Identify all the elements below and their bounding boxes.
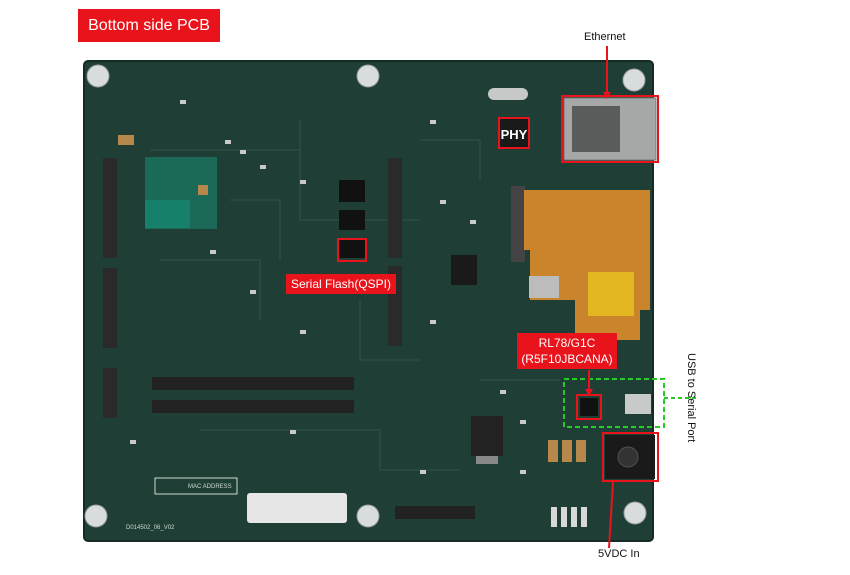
usb-serial-highlight (563, 378, 665, 428)
standoff-bottom-middle (356, 504, 380, 528)
pcb-board-edge (83, 60, 654, 542)
voltage-regulator (471, 416, 503, 456)
ethernet-port-opening (572, 106, 620, 152)
rl78-leader-arrow (585, 389, 593, 396)
dip-switch (451, 255, 477, 285)
ethernet-highlight (561, 95, 659, 163)
standoff-bottom-left (84, 504, 108, 528)
flex-cable-gold-pad (588, 272, 634, 316)
ethernet-label: Ethernet (584, 31, 626, 43)
rl78-label-line2: (R5F10JBCANA) (521, 352, 613, 366)
crystal (488, 88, 528, 100)
pin-header-horizontal (152, 377, 475, 519)
teal-module-area-2 (145, 200, 190, 228)
power-jack-pin (617, 446, 639, 468)
rl78-label: RL78/G1C (R5F10JBCANA) (517, 333, 617, 369)
power-jack-highlight (602, 432, 659, 482)
power-in-label: 5VDC In (598, 548, 640, 560)
standoff-top-left (86, 64, 110, 88)
page-title: Bottom side PCB (78, 9, 220, 42)
phy-label: PHY (498, 117, 530, 149)
capacitors (118, 135, 586, 462)
regulator-tab (476, 456, 498, 464)
mini-usb-connector (625, 394, 651, 414)
standoff-bottom-right (623, 501, 647, 525)
power-leader-line (608, 481, 614, 549)
label-sticker (247, 493, 347, 523)
rl78-label-line1: RL78/G1C (538, 336, 596, 350)
bottom-right-pins (551, 507, 587, 527)
mac-address-silkscreen: MAC ADDRESS (188, 484, 232, 490)
serial-flash-highlight (337, 238, 367, 262)
ethernet-leader-arrow (603, 92, 611, 99)
standoff-top-middle (356, 64, 380, 88)
ribbon-connector (511, 186, 525, 262)
pin-header-left (103, 158, 117, 418)
pcb-board (84, 61, 653, 541)
part-number-silkscreen: D014502_06_V02 (126, 525, 175, 531)
misc-components (130, 100, 526, 474)
standoffs (84, 64, 647, 528)
standoff-top-right (622, 68, 646, 92)
serial-flash-label: Serial Flash(QSPI) (286, 274, 396, 294)
usb-serial-label: USB to Serial Port (685, 353, 697, 443)
pin-header-center-vertical (388, 158, 402, 346)
mac-address-box (154, 477, 238, 495)
small-flex-connector (529, 276, 559, 298)
